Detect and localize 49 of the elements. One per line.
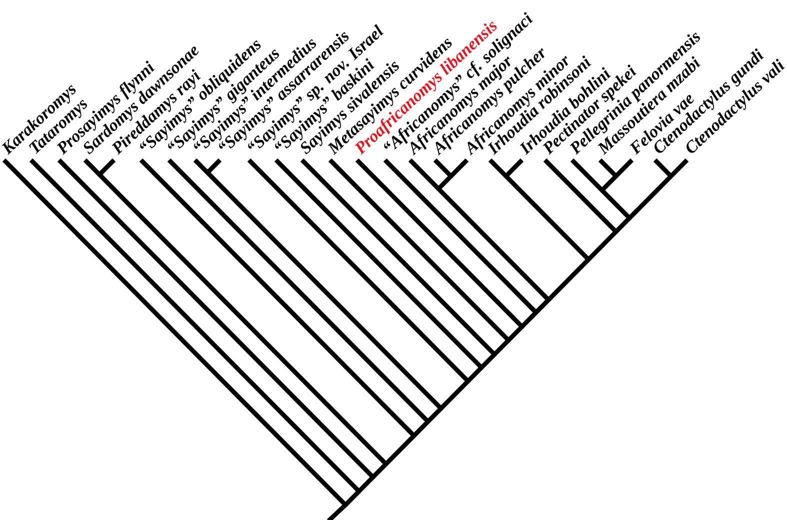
branch-line — [492, 338, 510, 356]
branch-line — [371, 462, 388, 479]
branch-line — [439, 380, 470, 410]
branch-line — [436, 174, 453, 190]
branch-line — [546, 258, 590, 302]
branch-line — [600, 174, 618, 192]
branch-line — [344, 490, 361, 506]
branch-line — [614, 216, 632, 234]
branch-line — [206, 158, 222, 174]
branch-line — [506, 325, 524, 342]
branch-line — [436, 187, 550, 302]
branch-line — [408, 158, 440, 190]
branch-line — [543, 158, 618, 234]
branch-line — [534, 298, 550, 314]
branch-line — [614, 158, 634, 178]
branch-line — [247, 158, 470, 383]
branch-line — [488, 158, 508, 178]
branch-line — [193, 158, 210, 174]
branch-line — [586, 230, 618, 262]
branch-line — [98, 158, 116, 176]
branch-line — [383, 158, 538, 314]
branch-line — [83, 158, 102, 176]
branch-line — [206, 171, 443, 410]
branch-line — [328, 158, 510, 342]
branch-line — [600, 188, 632, 220]
branch-line — [628, 174, 673, 220]
branch-line — [274, 158, 484, 370]
branch-line — [669, 158, 689, 178]
branch-line — [426, 406, 443, 424]
branch-line — [357, 476, 375, 493]
branch-line — [98, 173, 388, 466]
branch-line — [598, 158, 618, 178]
branch-line — [167, 158, 430, 424]
branch-line — [480, 352, 496, 370]
branch-line — [139, 158, 416, 438]
branch-line — [466, 366, 484, 383]
branch-line — [300, 158, 496, 356]
branch-line — [57, 158, 375, 479]
branch-line — [449, 158, 469, 178]
branch-line — [504, 158, 524, 178]
branch-line — [433, 158, 453, 178]
branch-line — [412, 420, 430, 438]
branch-line — [384, 434, 416, 466]
branch-line — [520, 310, 538, 328]
branch-line — [326, 503, 348, 520]
branch-line — [504, 174, 590, 262]
branch-line — [570, 158, 604, 192]
branch-line — [355, 158, 524, 328]
branch-line — [653, 158, 673, 178]
